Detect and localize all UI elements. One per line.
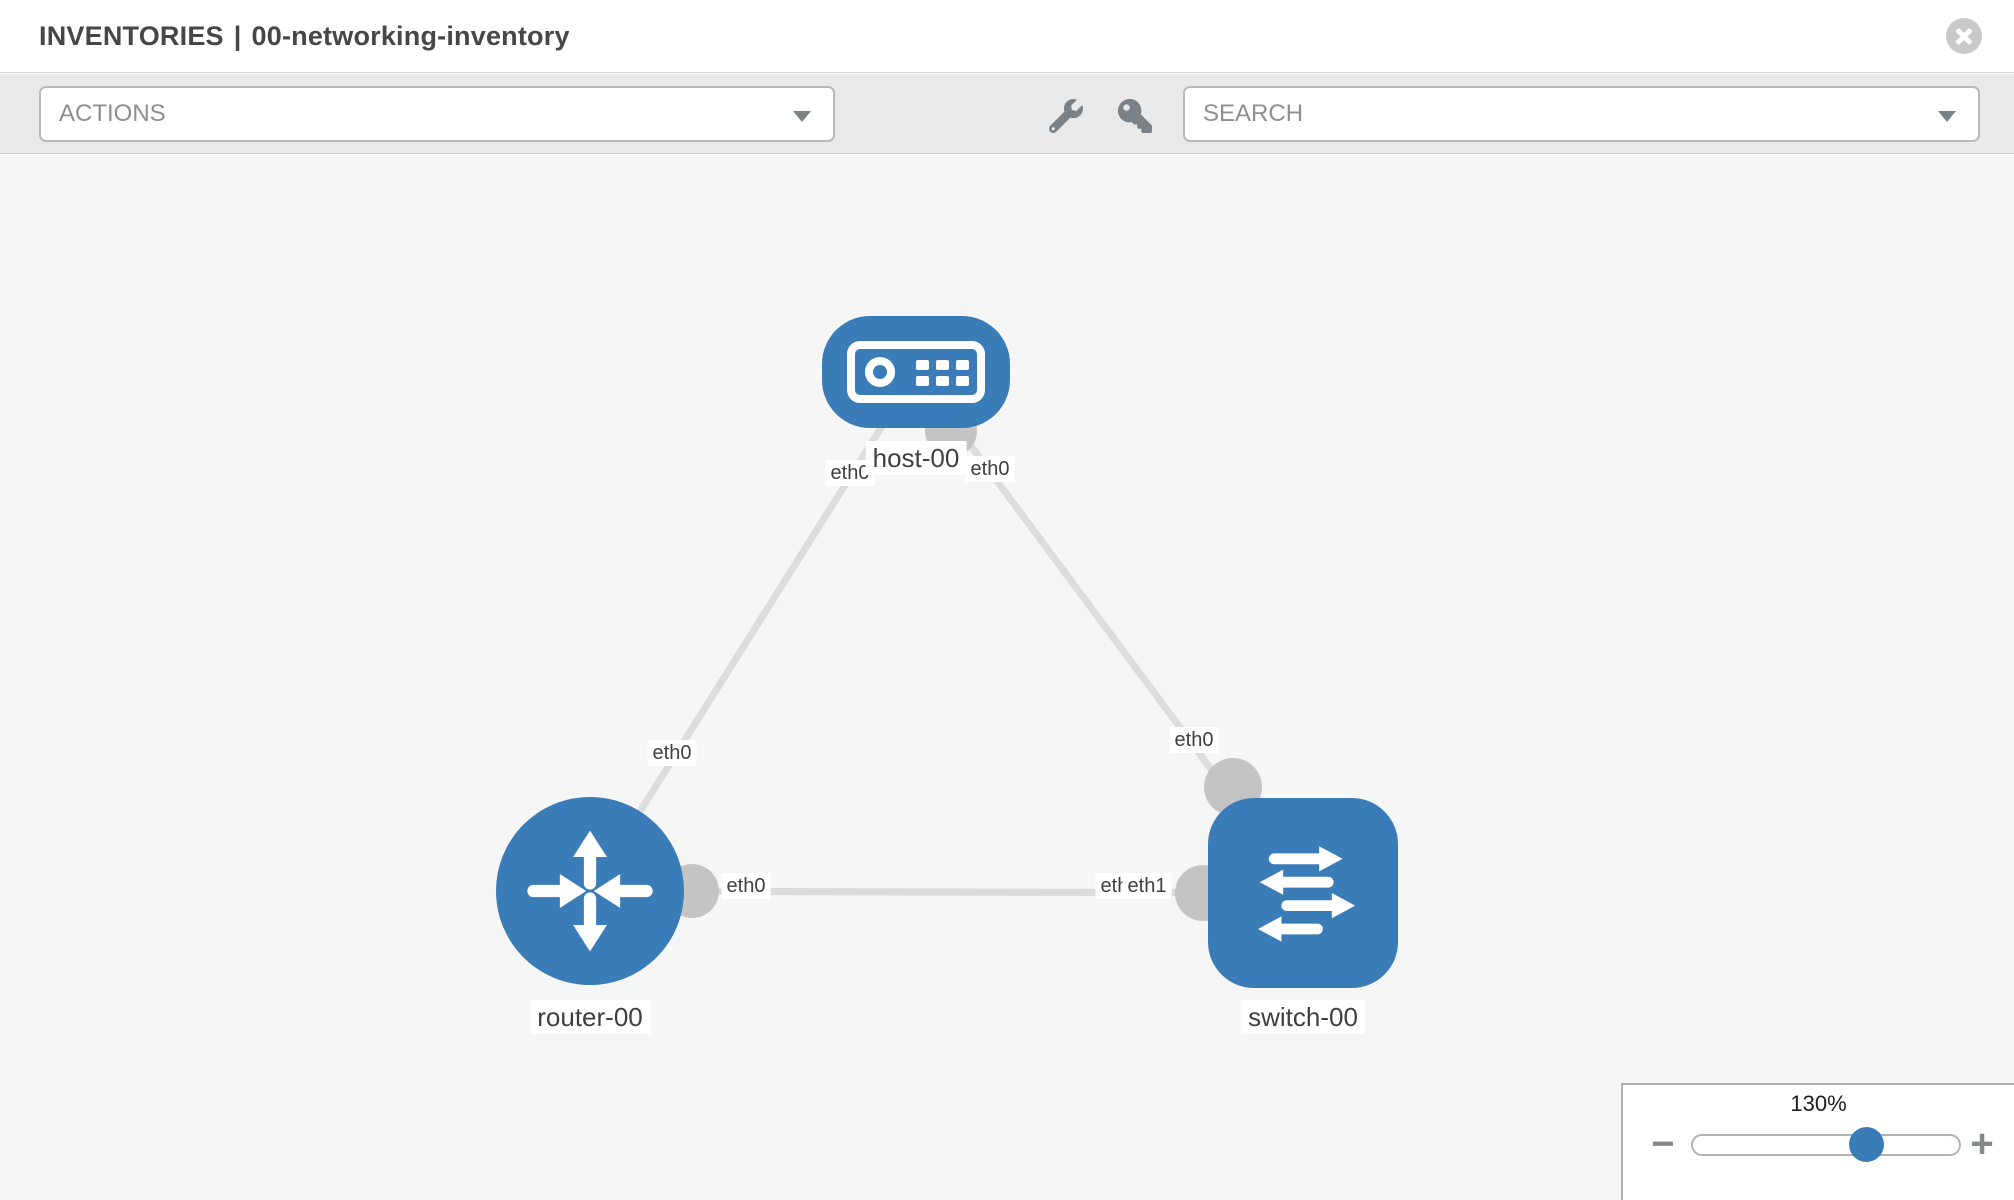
zoom-slider-thumb[interactable] — [1849, 1127, 1884, 1162]
zoom-panel: 130% − + — [1621, 1083, 2014, 1200]
switch-icon — [1258, 846, 1356, 942]
node-router-00[interactable] — [496, 797, 684, 985]
close-icon — [1946, 18, 1982, 54]
node-switch-00[interactable] — [1208, 798, 1398, 988]
node-host-00[interactable] — [822, 316, 1010, 428]
chevron-down-icon — [1938, 111, 1956, 122]
page-title-section: INVENTORIES — [39, 20, 224, 51]
page-title: INVENTORIES | 00-networking-inventory — [39, 0, 570, 72]
close-button[interactable] — [1946, 17, 1984, 55]
page-title-inventory-name: 00-networking-inventory — [251, 20, 570, 51]
page-title-separator: | — [233, 20, 242, 51]
search-dropdown[interactable]: SEARCH — [1183, 86, 1980, 142]
interface-label-router-eth0: eth0 — [721, 873, 771, 899]
minus-icon: − — [1651, 1122, 1675, 1166]
node-label-host-00: host-00 — [865, 441, 967, 475]
interface-label-router-link-eth0: eth0 — [647, 740, 697, 766]
zoom-level: 130% — [1790, 1091, 1847, 1116]
credentials-button[interactable] — [1113, 96, 1157, 136]
router-icon — [527, 830, 653, 952]
zoom-slider-track[interactable] — [1691, 1127, 1961, 1162]
link-host-router — [587, 370, 919, 893]
interface-label-switch-overlapping: eth1 eth1 — [1095, 873, 1172, 899]
actions-dropdown[interactable]: ACTIONS — [39, 86, 835, 142]
zoom-in-button[interactable]: + — [1960, 1121, 2004, 1167]
wrench-icon — [1049, 99, 1083, 133]
topology-links-layer — [587, 369, 1306, 921]
interface-label-switch-top-eth0: eth0 — [1169, 727, 1219, 753]
zoom-out-button[interactable]: − — [1641, 1121, 1685, 1167]
key-icon — [1118, 99, 1152, 133]
tools-button[interactable] — [1044, 96, 1088, 136]
chevron-down-icon — [793, 111, 811, 122]
search-placeholder: SEARCH — [1203, 100, 1304, 127]
plus-icon: + — [1970, 1122, 1994, 1166]
actions-placeholder: ACTIONS — [59, 100, 166, 127]
node-label-switch-00: switch-00 — [1241, 1000, 1365, 1034]
interface-label-switch-eth1: eth1 — [1122, 873, 1172, 899]
host-icon — [847, 341, 985, 403]
titlebar: INVENTORIES | 00-networking-inventory — [0, 0, 2014, 73]
interface-label-host-eth0-right: eth0 — [965, 456, 1015, 482]
node-label-router-00: router-00 — [530, 1000, 650, 1034]
toolbar: ACTIONS SEARCH — [0, 74, 2014, 154]
topology-canvas[interactable]: eth0 host-00 eth0 eth0 eth0 eth0 eth1 et… — [0, 155, 2014, 1200]
